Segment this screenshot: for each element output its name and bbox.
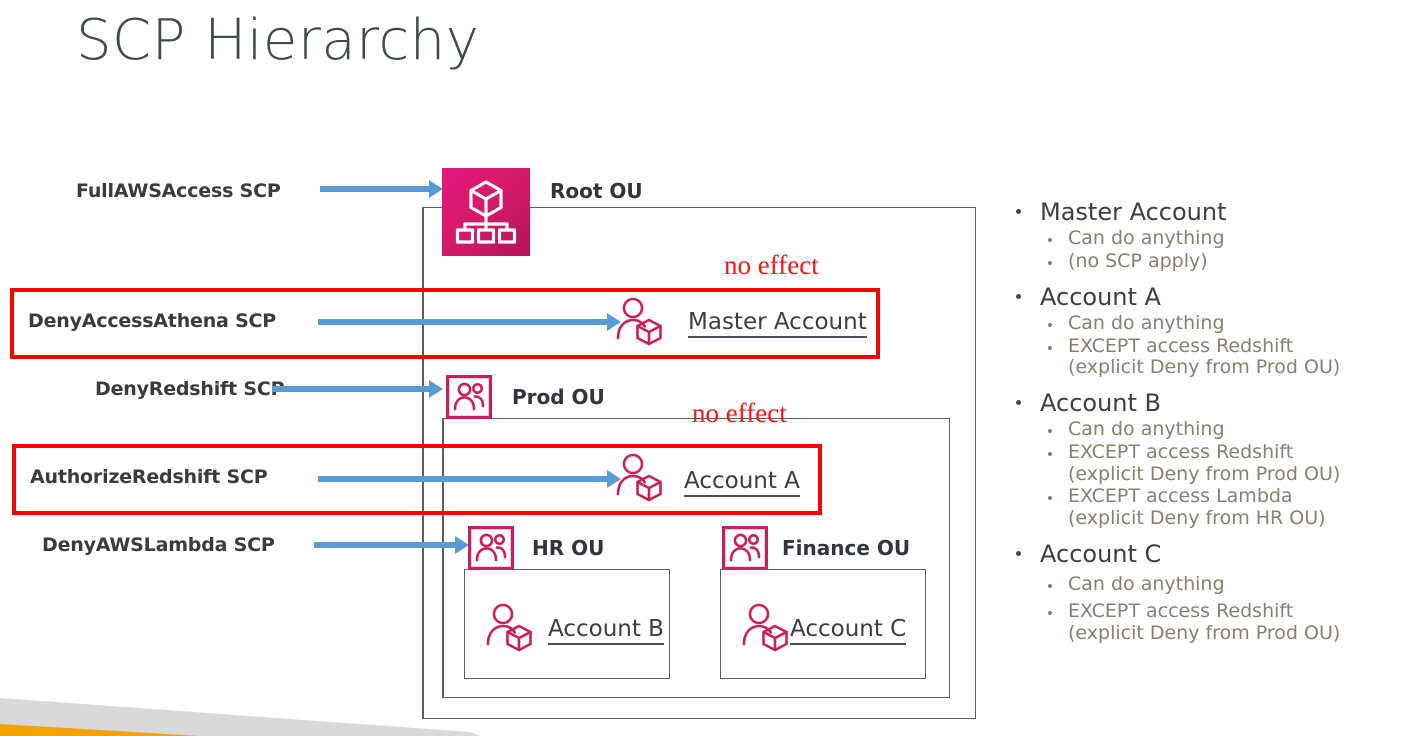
prod-ou-icon: [446, 375, 492, 419]
account-a-label: Account A: [684, 468, 800, 497]
bullet-dot-icon: [1016, 399, 1021, 405]
arrow-authorize-redshift: [318, 476, 608, 482]
bullet-sub-label: (no SCP apply): [1068, 249, 1208, 272]
hr-ou-label: HR OU: [532, 536, 605, 560]
finance-ou-icon: [722, 526, 768, 570]
bullet-sub-label: EXCEPT access Redshift (explicit Deny fr…: [1068, 334, 1341, 379]
account-c-icon: [738, 602, 792, 654]
bullet-label: Account C: [1040, 539, 1162, 568]
list-item: Can do anything: [1006, 311, 1403, 335]
scp-label-deny-aws-lambda: DenyAWSLambda SCP: [42, 534, 275, 556]
highlight-master-account-row: [10, 288, 880, 359]
bullet-sub-label: EXCEPT access Lambda (explicit Deny from…: [1068, 485, 1326, 529]
prod-ou-label: Prod OU: [512, 385, 605, 409]
finance-ou-label: Finance OU: [782, 536, 911, 560]
bullet-sub-label: Can do anything: [1068, 418, 1225, 441]
list-item: Can do anything: [1006, 419, 1403, 441]
page-title: SCP Hierarchy: [76, 8, 480, 73]
bullet-sub-label: Can do anything: [1068, 572, 1225, 595]
bullet-dot-icon: [1016, 209, 1021, 214]
list-item: EXCEPT access Redshift (explicit Deny fr…: [1006, 601, 1403, 644]
account-b-icon: [482, 602, 536, 654]
scp-label-deny-access-athena: DenyAccessAthena SCP: [28, 310, 277, 332]
bullet-dot-icon: [1048, 322, 1052, 327]
bullet-dot-icon: [1016, 293, 1021, 299]
account-a-icon: [612, 452, 666, 504]
bullet-label: Master Account: [1040, 198, 1227, 226]
bullet-dot-icon: [1048, 429, 1052, 434]
bullet-sub-label: EXCEPT access Redshift (explicit Deny fr…: [1068, 440, 1341, 485]
list-item: EXCEPT access Redshift (explicit Deny fr…: [1006, 440, 1403, 485]
hr-ou-container: [464, 569, 670, 679]
bullet-sub-label: Can do anything: [1068, 311, 1225, 334]
list-item: Account A: [1006, 283, 1403, 311]
bullet-dot-icon: [1048, 238, 1052, 243]
bullet-dot-icon: [1048, 583, 1052, 588]
bullet-dot-icon: [1048, 345, 1052, 350]
bullet-dot-icon: [1048, 260, 1052, 265]
arrow-deny-aws-lambda: [314, 542, 456, 548]
bullet-dot-icon: [1048, 611, 1052, 616]
bullet-dot-icon: [1048, 496, 1052, 501]
prod-connector-line: [442, 418, 444, 698]
list-item: Account B: [1006, 389, 1403, 417]
root-ou-icon: [442, 168, 530, 256]
arrow-deny-access-athena: [318, 319, 608, 325]
effects-summary-list: Master Account Can do anything (no SCP a…: [1006, 198, 1403, 645]
finance-ou-container: [720, 569, 926, 679]
list-item: Can do anything: [1006, 228, 1403, 250]
bullet-label: Account A: [1040, 282, 1161, 311]
list-item: EXCEPT access Redshift (explicit Deny fr…: [1006, 334, 1403, 379]
list-item: Master Account: [1006, 198, 1403, 226]
scp-label-deny-redshift: DenyRedshift SCP: [95, 378, 285, 400]
annotation-no-effect-account-a: no effect: [692, 398, 787, 428]
account-b-label: Account B: [548, 616, 664, 645]
bullet-dot-icon: [1016, 550, 1021, 556]
hr-ou-icon: [468, 526, 514, 570]
root-ou-label: Root OU: [550, 179, 643, 203]
decorative-corner-wedge: [0, 698, 480, 736]
scp-label-full-aws-access: FullAWSAccess SCP: [76, 180, 281, 202]
list-item: Account C: [1006, 540, 1403, 568]
list-item: EXCEPT access Lambda (explicit Deny from…: [1006, 485, 1403, 529]
master-account-icon: [612, 296, 666, 348]
highlight-account-a-row: [12, 444, 822, 515]
scp-label-authorize-redshift: AuthorizeRedshift SCP: [30, 466, 268, 488]
account-c-label: Account C: [790, 616, 907, 645]
root-connector-line: [422, 207, 424, 719]
annotation-no-effect-master: no effect: [724, 250, 819, 280]
bullet-sub-label: EXCEPT access Redshift (explicit Deny fr…: [1068, 600, 1341, 645]
list-item: (no SCP apply): [1006, 249, 1403, 273]
arrow-full-aws-access: [320, 186, 430, 192]
bullet-label: Account B: [1040, 388, 1161, 417]
bullet-dot-icon: [1048, 451, 1052, 456]
arrow-deny-redshift: [272, 386, 430, 392]
bullet-sub-label: Can do anything: [1068, 227, 1225, 250]
master-account-label: Master Account: [688, 309, 867, 338]
list-item: Can do anything: [1006, 572, 1403, 596]
